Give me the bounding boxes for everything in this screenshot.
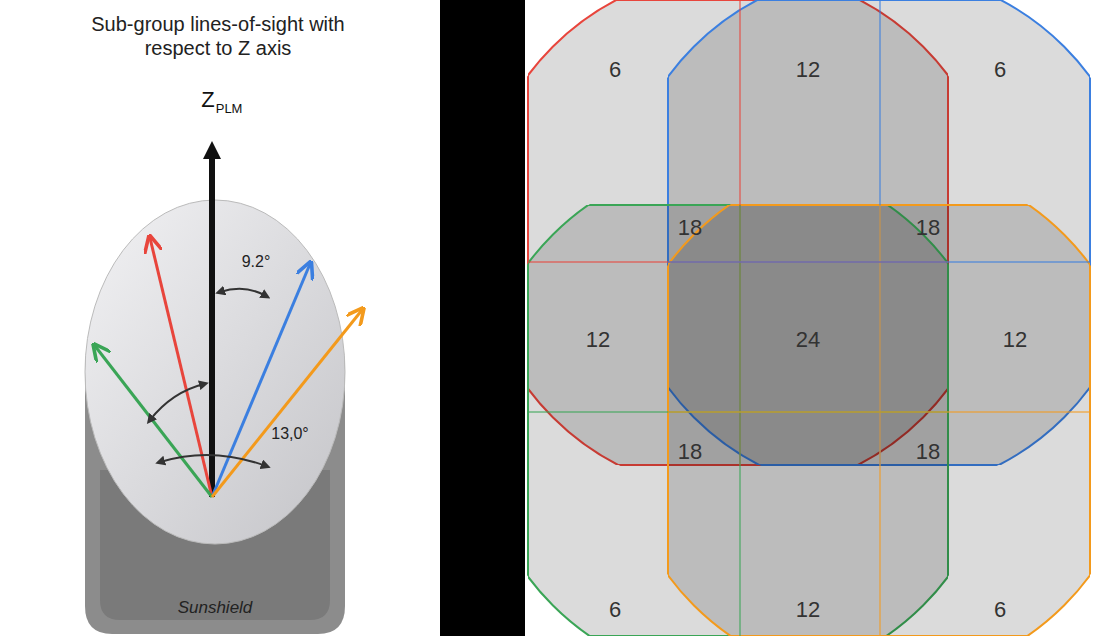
overlap-count: 6 (994, 57, 1006, 83)
angle-arc (220, 289, 266, 296)
overlap-count: 12 (586, 327, 610, 353)
overlap-count: 18 (916, 439, 940, 465)
blue-line-of-sight (212, 264, 310, 497)
tile-seams (528, 0, 1090, 636)
sunshield-label: Sunshield (130, 598, 300, 618)
angle-label: 9.2° (242, 253, 271, 271)
sunshield-label-box: Sunshield (130, 598, 300, 626)
angle-label: 13,0° (271, 425, 309, 443)
overlap-count: 6 (609, 57, 621, 83)
overlap-count: 12 (796, 57, 820, 83)
overlap-count: 6 (609, 597, 621, 623)
green-line-of-sight (95, 346, 212, 497)
overlap-count: 24 (796, 327, 820, 353)
axis-subscript: PLM (216, 101, 243, 116)
angle-arc (160, 455, 266, 466)
z-axis-arrow (209, 150, 215, 497)
overlap-count: 12 (1003, 327, 1027, 353)
orange-line-of-sight (212, 310, 362, 497)
diagram-title: Sub-group lines-of-sight with respect to… (68, 12, 368, 60)
axis-symbol: Z (201, 87, 214, 113)
angle-arc (150, 384, 204, 420)
overlap-count: 12 (796, 597, 820, 623)
overlap-count: 18 (916, 215, 940, 241)
overlap-count: 6 (994, 597, 1006, 623)
overlap-count: 18 (678, 215, 702, 241)
fov-orange (617, 158, 1096, 636)
overlap-count: 18 (678, 439, 702, 465)
